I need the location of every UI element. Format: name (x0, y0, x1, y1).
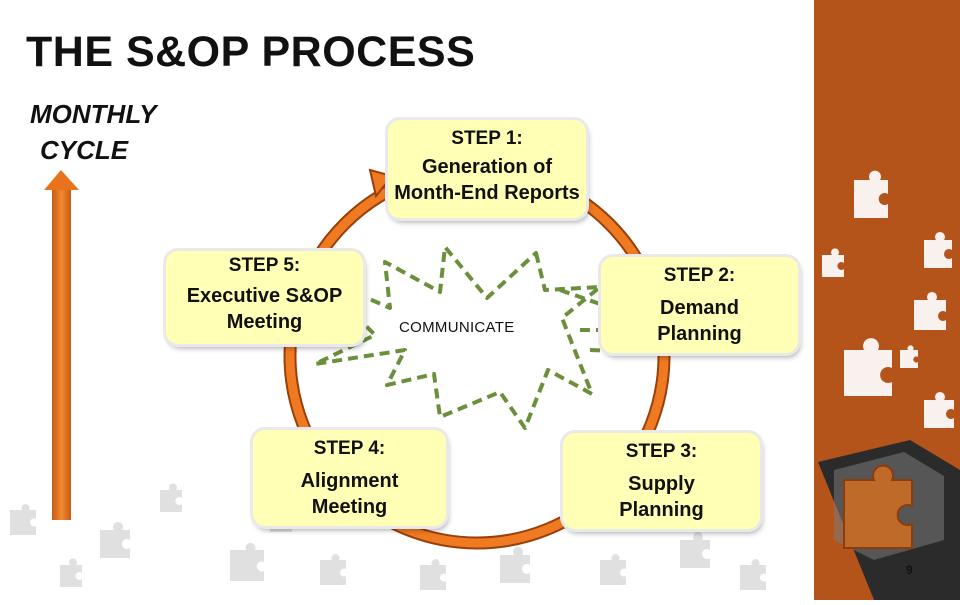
step-label: STEP 5: (228, 255, 301, 276)
step-name: Supply Planning (619, 473, 704, 521)
communicate-burst (313, 245, 602, 430)
cycle-subtitle: MONTHLY CYCLE (30, 96, 157, 168)
step-name: Generation of Month-End Reports (394, 156, 580, 204)
page-number: 9 (906, 563, 913, 577)
decorative-sidebar (814, 0, 960, 600)
puzzle-hole (818, 440, 960, 600)
step-4-box: STEP 4: Alignment Meeting (253, 430, 446, 526)
step-label: STEP 1: (451, 128, 523, 149)
step-label: STEP 3: (625, 441, 698, 462)
communicate-label: COMMUNICATE (399, 319, 515, 336)
step-3-box: STEP 3: Supply Planning (563, 433, 760, 529)
subtitle-line-2: CYCLE (40, 135, 129, 165)
puzzle-pieces-decoration (818, 170, 960, 600)
step-5-box: STEP 5: Executive S&OP Meeting (166, 251, 363, 344)
step-name: Executive S&OP Meeting (186, 285, 343, 333)
page-title: THE S&OP PROCESS (26, 28, 476, 76)
monthly-cycle-arrow (44, 170, 79, 520)
step-name: Alignment Meeting (300, 470, 399, 518)
puzzle-background-decoration (0, 470, 814, 600)
step-2-box: STEP 2: Demand Planning (601, 257, 798, 353)
step-label: STEP 4: (313, 438, 386, 459)
subtitle-line-1: MONTHLY (30, 99, 157, 129)
step-label: STEP 2: (663, 265, 736, 286)
step-1-box: STEP 1: Generation of Month-End Reports (388, 120, 586, 218)
step-name: Demand Planning (657, 297, 742, 345)
